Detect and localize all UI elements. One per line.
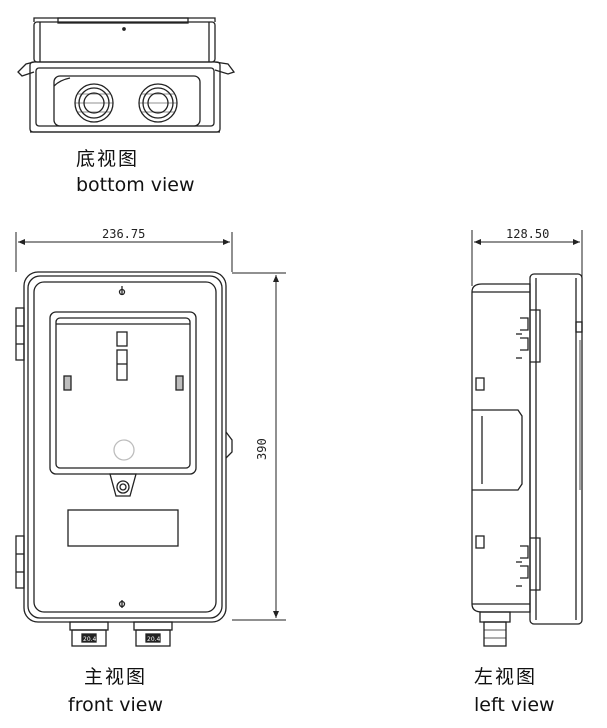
cable-gland-right: [138, 83, 178, 123]
cable-gland-left: [74, 83, 114, 123]
left-view-drawing: [471, 273, 583, 647]
gland-marking-right: 20.4: [147, 636, 161, 643]
bottom-view-label-zh: 底视图: [76, 148, 140, 170]
front-width-dimension: [15, 232, 233, 272]
front-height-dimension: [232, 272, 286, 621]
gland-marking-left: 20.4: [83, 636, 97, 643]
front-view-label-zh: 主视图: [84, 666, 148, 688]
front-gland-left: [69, 621, 109, 647]
front-width-label: 236.75: [102, 227, 145, 241]
bottom-view-drawing: [17, 17, 236, 133]
front-view-label-en: front view: [68, 694, 163, 716]
bottom-view-label-en: bottom view: [76, 174, 195, 196]
left-view-label-en: left view: [474, 694, 555, 716]
front-view-drawing: [15, 271, 233, 647]
left-view-label-zh: 左视图: [474, 666, 538, 688]
left-depth-label: 128.50: [506, 227, 549, 241]
front-height-label: 390: [255, 438, 269, 460]
front-gland-right: [133, 621, 173, 647]
